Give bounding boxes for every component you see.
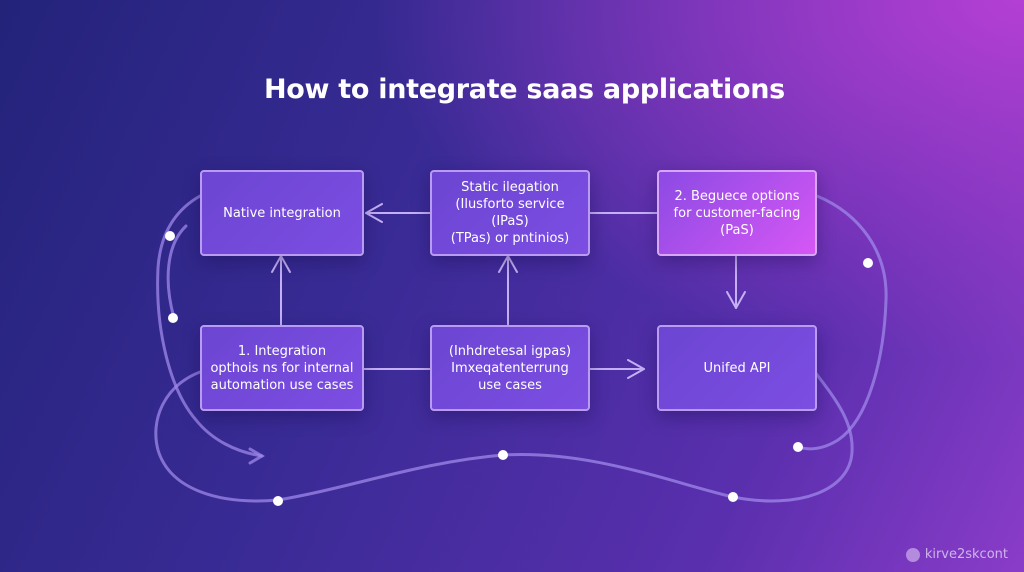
arrowhead-loop-left: [248, 447, 265, 465]
box-sequence-options: 2. Beguece options for customer-facing (…: [657, 170, 817, 256]
arrowhead-static-up: [498, 255, 518, 273]
box-internal-integration-label: 1. Integration opthois ns for internal a…: [210, 343, 354, 393]
arrowhead-unified-right: [627, 359, 645, 379]
loop-left-inner: [166, 224, 188, 320]
box-sequence-options-label: 2. Beguece options for customer-facing (…: [673, 188, 801, 238]
box-static-integration: Static ilegation (Ilusforto service (IPa…: [430, 170, 590, 256]
arrowhead-unified-down: [726, 291, 746, 309]
box-middle-use-cases: (Inhdretesal igpas) Imxeqatenterrung use…: [430, 325, 590, 411]
node-dot: [168, 313, 178, 323]
box-static-integration-label: Static ilegation (Ilusforto service (IPa…: [450, 180, 570, 246]
node-dot: [498, 450, 508, 460]
watermark-text: kirve2skcont: [924, 547, 1008, 562]
box-middle-use-cases-label: (Inhdretesal igpas) Imxeqatenterrung use…: [448, 343, 572, 393]
diagram-title: How to integrate saas applications: [264, 74, 785, 105]
node-dot: [793, 442, 803, 452]
box-native-integration-label: Native integration: [223, 205, 341, 221]
watermark-logo-icon: [905, 547, 920, 562]
loop-right: [796, 194, 888, 451]
watermark: kirve2skcont: [905, 547, 1008, 562]
arrowhead-native-up: [271, 255, 291, 273]
arrowhead-native: [365, 203, 383, 223]
box-unified-api-label: Unifed API: [703, 360, 771, 376]
node-dot: [863, 258, 873, 268]
loop-left-outer: [156, 194, 264, 458]
box-native-integration: Native integration: [200, 170, 364, 256]
box-internal-integration: 1. Integration opthois ns for internal a…: [200, 325, 364, 411]
node-dot: [165, 231, 175, 241]
node-dot: [728, 492, 738, 502]
node-dot: [273, 496, 283, 506]
box-unified-api: Unifed API: [657, 325, 817, 411]
